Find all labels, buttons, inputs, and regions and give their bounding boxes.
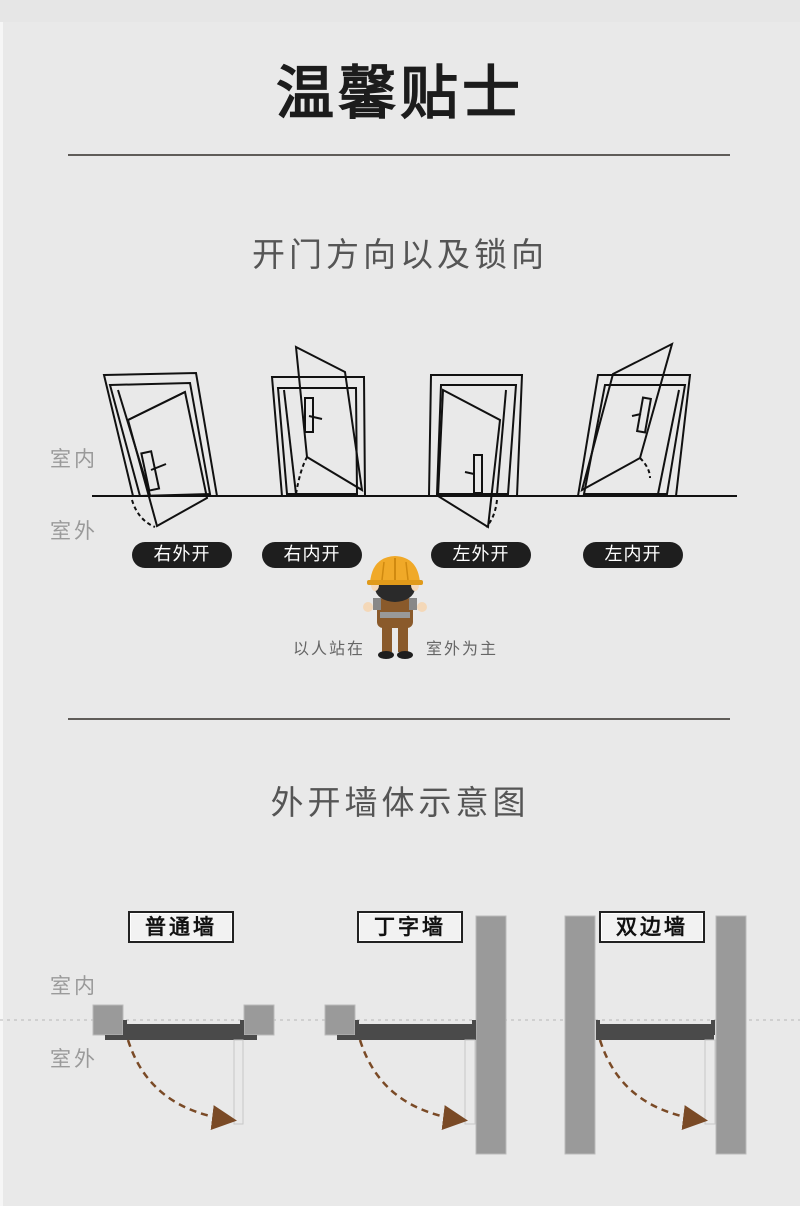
label-t-wall: 丁字墙	[357, 911, 463, 943]
divider-top	[68, 154, 730, 156]
left-edge	[0, 22, 3, 1206]
label-left-inward: 左内开	[583, 542, 683, 568]
label-right-outward: 右外开	[132, 542, 232, 568]
wall-indoor-label: 室内	[50, 974, 98, 998]
divider-middle	[68, 718, 730, 720]
wall-outdoor-label: 室外	[50, 1047, 98, 1071]
section-title-door-direction: 开门方向以及锁向	[252, 235, 548, 274]
section-title-wall: 外开墙体示意图	[270, 783, 530, 822]
indoor-label: 室内	[50, 447, 98, 471]
page-title: 温馨贴士	[275, 59, 524, 127]
label-right-inward: 右内开	[262, 542, 362, 568]
label-left-outward: 左外开	[431, 542, 531, 568]
caption-right: 室外为主	[426, 639, 499, 658]
label-normal-wall: 普通墙	[128, 911, 234, 943]
top-strip	[0, 0, 800, 22]
caption-left: 以人站在	[293, 639, 366, 658]
outdoor-label: 室外	[50, 519, 98, 543]
page-background	[3, 22, 800, 1206]
label-double-wall: 双边墙	[599, 911, 705, 943]
